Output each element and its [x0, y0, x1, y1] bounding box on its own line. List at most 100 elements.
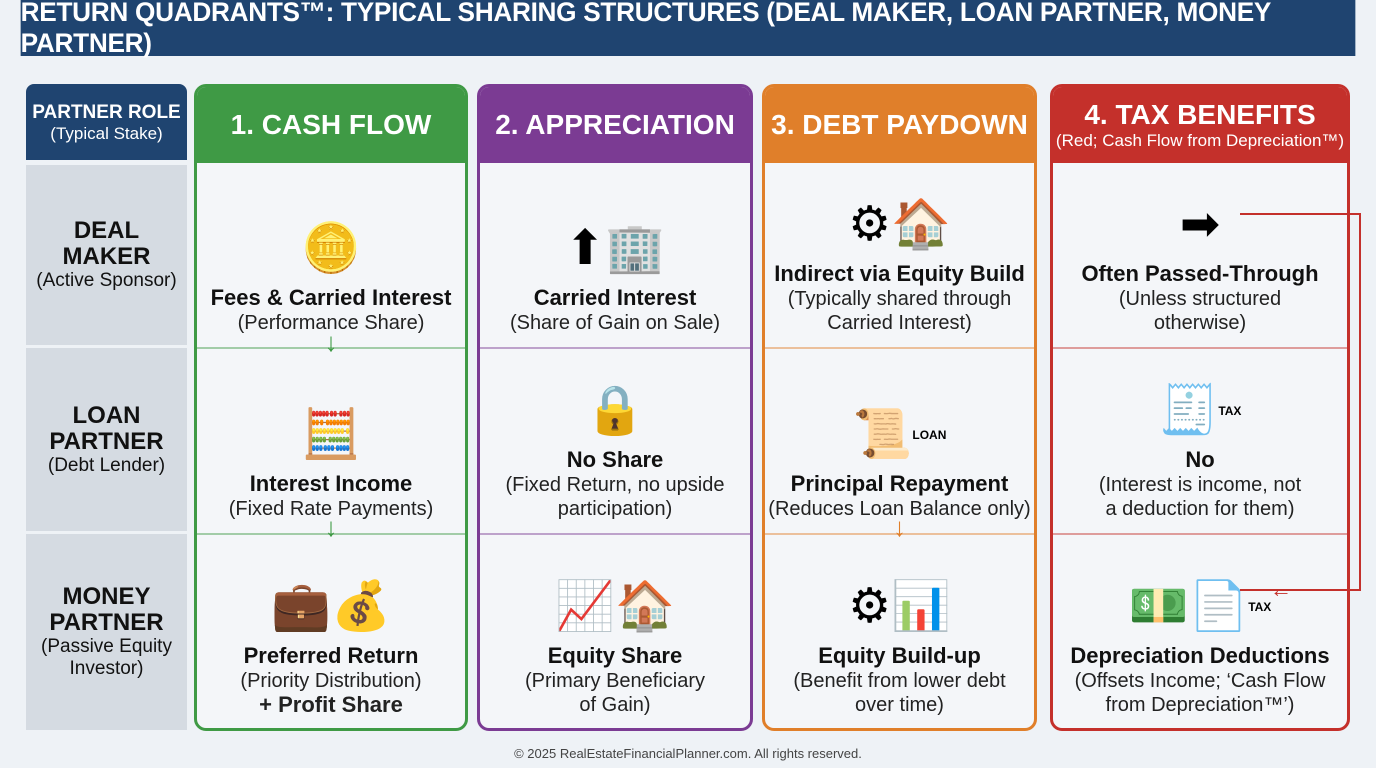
- cell: 💵📄TAX Depreciation Deductions(Offsets Inc…: [1053, 535, 1347, 728]
- cell-subtitle: Carried Interest): [827, 312, 972, 334]
- cell-subtitle: (Typically shared through: [787, 288, 1012, 310]
- arrow-building-icon: ⬆🏢: [565, 222, 665, 275]
- row-divider: [480, 533, 750, 535]
- pass-through-arrow-icon: ➡: [1179, 198, 1221, 251]
- column-title: 1. CASH FLOW: [230, 109, 432, 140]
- row-divider: [1053, 347, 1347, 349]
- cell-title: Carried Interest: [533, 285, 697, 310]
- column-debt-paydown: 3. DEBT PAYDOWN ⚙🏠 Indirect via Equity Bui…: [762, 84, 1037, 731]
- cell: 🪙 Fees & Carried Interest(Performance Sha…: [197, 165, 465, 349]
- role-sub: (Active Sponsor): [36, 270, 177, 291]
- cell: ⬆🏢 Carried Interest(Share of Gain on Sale…: [480, 165, 750, 349]
- column-title: 3. DEBT PAYDOWN: [771, 109, 1028, 140]
- cell-title: Interest Income: [249, 471, 413, 496]
- cell-title: Principal Repayment: [790, 471, 1009, 496]
- role-name-line2: PARTNER: [49, 609, 164, 636]
- column-header: 3. DEBT PAYDOWN: [765, 87, 1034, 163]
- role-name-line1: DEAL: [73, 217, 140, 244]
- cash-tax-document-icon: 💵📄TAX: [1128, 580, 1272, 633]
- cell-subtitle: otherwise): [1153, 312, 1247, 334]
- cell-title: Indirect via Equity Build: [774, 261, 1025, 286]
- row-divider: [765, 533, 1034, 535]
- cell-title: Depreciation Deductions: [1070, 643, 1330, 668]
- cell-subtitle: (Reduces Loan Balance only): [768, 498, 1031, 520]
- cell-title: Equity Share: [547, 643, 683, 668]
- cell-subtitle: participation): [557, 498, 673, 520]
- cell-subtitle: over time): [855, 694, 944, 716]
- flow-arrow-down-icon: ↓: [324, 327, 338, 357]
- column-title: 4. TAX BENEFITS: [1084, 99, 1316, 130]
- partner-role-sub: (Typical Stake): [50, 124, 163, 143]
- cell-title: No Share: [566, 447, 664, 472]
- cell-subtitle: (Interest is income, not: [1098, 474, 1302, 496]
- cell: 💼💰 Preferred Return(Priority Distribution…: [197, 535, 465, 728]
- row-divider: [197, 347, 465, 349]
- loan-document-down-icon: 📜LOAN: [852, 408, 947, 461]
- row-divider: [765, 347, 1034, 349]
- tax-form-x-icon: 🧾TAX: [1158, 384, 1242, 437]
- column-header: 2. APPRECIATION: [480, 87, 750, 163]
- column-cash-flow: 1. CASH FLOW 🪙 Fees & Carried Interest(Per…: [194, 84, 468, 731]
- row-divider: [480, 347, 750, 349]
- cell-title: Often Passed-Through: [1081, 261, 1319, 286]
- role-sub: (Passive Equity Investor): [41, 636, 172, 679]
- column-title: 2. APPRECIATION: [495, 109, 735, 140]
- cell-title: No: [1185, 447, 1215, 472]
- partner-role-header: PARTNER ROLE (Typical Stake): [26, 84, 187, 160]
- briefcase-moneybag-icon: 💼💰: [271, 580, 391, 633]
- flow-arrow-down-icon: ↓: [893, 512, 906, 542]
- cell-subtitle: (Unless structured: [1118, 288, 1282, 310]
- lock-x-icon: 🔒: [585, 384, 645, 437]
- column-appreciation: 2. APPRECIATION ⬆🏢 Carried Interest(Share …: [477, 84, 753, 731]
- column-header: 1. CASH FLOW: [197, 87, 465, 163]
- cell-subtitle: from Depreciation™’): [1105, 694, 1295, 716]
- copyright-footer: © 2025 RealEstateFinancialPlanner.com. A…: [514, 746, 862, 761]
- role-name-line2: MAKER: [62, 243, 151, 270]
- cell-subtitle: of Gain): [579, 694, 651, 716]
- cell-title: Equity Build-up: [818, 643, 981, 668]
- cell-title: Fees & Carried Interest: [210, 285, 452, 310]
- cell-subtitle: (Share of Gain on Sale): [509, 312, 721, 334]
- row-divider: [197, 533, 465, 535]
- cell-subtitle: (Fixed Rate Payments): [228, 498, 434, 520]
- gears-chart-icon: ⚙📊: [848, 580, 951, 633]
- cell: ⚙📊 Equity Build-up(Benefit from lower deb…: [765, 535, 1034, 728]
- role-name-line1: LOAN: [72, 401, 141, 429]
- cell-subtitle: a deduction for them): [1105, 498, 1295, 520]
- column-header: 4. TAX BENEFITS(Red; Cash Flow from Depr…: [1053, 87, 1347, 163]
- cell-subtitle: (Priority Distribution): [240, 670, 422, 692]
- icon-label: TAX: [1248, 600, 1272, 614]
- column-tax-benefits: 4. TAX BENEFITS(Red; Cash Flow from Depr…: [1050, 84, 1350, 731]
- cell: 📜LOAN Principal Repayment(Reduces Loan Ba…: [765, 349, 1034, 535]
- pass-through-connector-arrow-icon: ←: [1240, 213, 1361, 602]
- cell-extra: + Profit Share: [259, 692, 403, 717]
- chart-house-crown-icon: 📈🏠: [555, 580, 675, 633]
- coins-hand-icon: 🪙: [301, 222, 361, 275]
- page-title: RETURN QUADRANTS™: TYPICAL SHARING STRUC…: [20, 0, 1356, 58]
- role-sub: (Debt Lender): [47, 454, 166, 476]
- gears-house-icon: ⚙🏠: [848, 198, 951, 251]
- cell-subtitle: (Performance Share): [237, 312, 425, 334]
- cell: 🧮 Interest Income(Fixed Rate Payments): [197, 349, 465, 535]
- cell-subtitle: (Primary Beneficiary: [524, 670, 706, 692]
- flow-arrow-down-icon: ↓: [324, 512, 338, 542]
- cell: ⚙🏠 Indirect via Equity Build(Typically sh…: [765, 165, 1034, 349]
- icon-label: LOAN: [912, 428, 947, 442]
- calculator-dollar-icon: 🧮: [301, 408, 361, 461]
- cell-subtitle: (Offsets Income; ‘Cash Flow: [1074, 670, 1326, 692]
- cell-title: Preferred Return: [243, 643, 419, 668]
- column-subtitle: (Red; Cash Flow from Depreciation™): [1055, 131, 1345, 150]
- role-name-line2: PARTNER: [49, 427, 164, 455]
- cell-subtitle: (Fixed Return, no upside: [505, 474, 725, 496]
- cell-subtitle: (Benefit from lower debt: [793, 670, 1006, 692]
- role-name-line1: MONEY: [62, 583, 151, 610]
- icon-label: TAX: [1218, 404, 1242, 418]
- row-divider: [1053, 533, 1347, 535]
